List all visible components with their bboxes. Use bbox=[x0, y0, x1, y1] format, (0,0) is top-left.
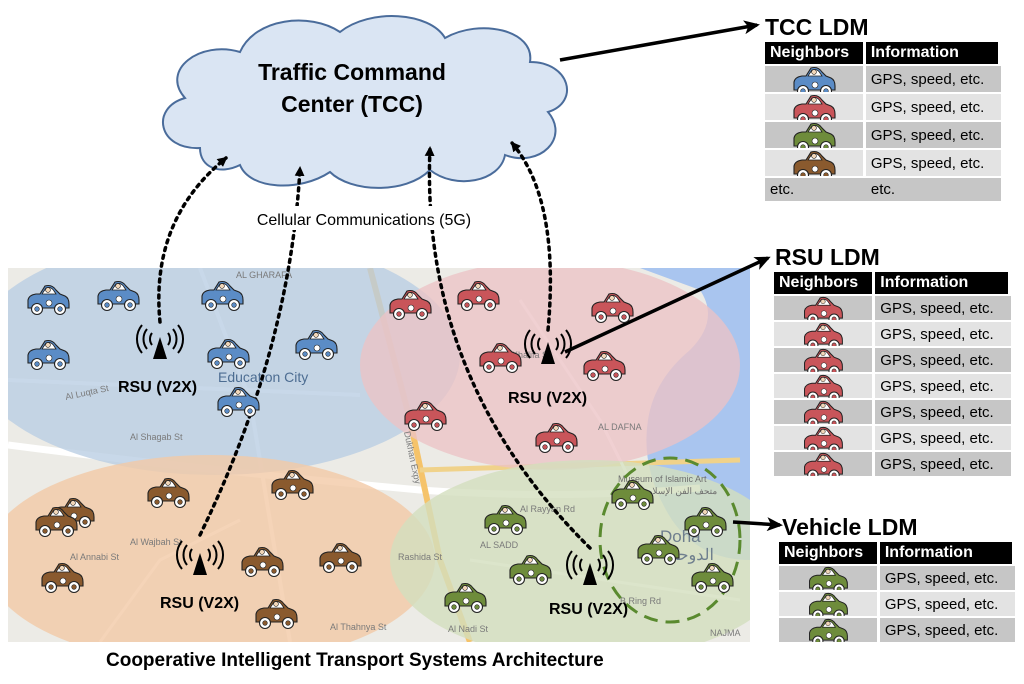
map-label-al-rayyan: Al Rayyan Rd bbox=[520, 504, 575, 514]
diagram-footer-title: Cooperative Intelligent Transport System… bbox=[106, 650, 604, 671]
map-label-al-annabi: Al Annabi St bbox=[70, 552, 120, 562]
vehicle-ldm-title: Vehicle LDM bbox=[782, 514, 918, 540]
link-rsu-blue bbox=[157, 156, 228, 324]
vehicle-ldm-header-information: Information bbox=[879, 542, 1015, 564]
map-label-najma: NAJMA bbox=[710, 628, 741, 638]
red-car-icon bbox=[804, 400, 844, 424]
tcc-ldm-table: Neighbors Information GPS, speed, etc. G… bbox=[765, 40, 1001, 203]
rsu-ldm-info: GPS, speed, etc. bbox=[875, 322, 1011, 346]
rsu-label-green: RSU (V2X) bbox=[549, 601, 628, 618]
map-background: Education City Doha الدوحة Museum of Isl… bbox=[8, 268, 750, 642]
vehicle-ldm-header-neighbors: Neighbors bbox=[779, 542, 880, 564]
arrow-to-vehicle-ldm bbox=[732, 517, 783, 532]
vehicle-ldm-table: Neighbors Information GPS, speed, etc. G… bbox=[779, 540, 1015, 644]
table-row: etc. etc. bbox=[765, 178, 1001, 201]
table-row: GPS, speed, etc. bbox=[779, 592, 1015, 616]
tcc-title-line2: Center (TCC) bbox=[281, 91, 423, 117]
rsu-ldm-header-neighbors: Neighbors bbox=[774, 272, 876, 294]
vehicle-ldm-info: GPS, speed, etc. bbox=[879, 566, 1015, 590]
rsu-ldm-header-information: Information bbox=[875, 272, 1011, 294]
rsu-ldm-info: GPS, speed, etc. bbox=[875, 426, 1011, 450]
brown-car-icon bbox=[793, 150, 836, 176]
link-rsu-red bbox=[510, 141, 553, 332]
red-car-icon bbox=[804, 426, 844, 450]
rsu-ldm-info: GPS, speed, etc. bbox=[875, 296, 1011, 320]
tcc-ldm-header-information: Information bbox=[865, 42, 1001, 64]
green-car-icon bbox=[808, 566, 848, 590]
tcc-cloud: Traffic Command Center (TCC) bbox=[162, 15, 568, 189]
rsu-ldm-info: GPS, speed, etc. bbox=[875, 374, 1011, 398]
green-car-icon bbox=[808, 592, 848, 616]
rsu-label-red: RSU (V2X) bbox=[508, 390, 587, 407]
map-label-museum: Museum of Islamic Art bbox=[618, 474, 707, 484]
table-row: GPS, speed, etc. bbox=[774, 322, 1011, 346]
ldm-arrows bbox=[559, 20, 783, 532]
rsu-label-blue: RSU (V2X) bbox=[118, 379, 197, 396]
rsu-ldm-info: GPS, speed, etc. bbox=[875, 348, 1011, 372]
red-car-icon bbox=[804, 348, 844, 372]
table-row: GPS, speed, etc. bbox=[774, 426, 1011, 450]
green-car-icon bbox=[808, 618, 848, 642]
map-label-museum-arabic: متحف الفن الإسلامي bbox=[640, 486, 717, 497]
tcc-title-line1: Traffic Command bbox=[258, 59, 446, 85]
map-label-al-wajbah: Al Wajbah St bbox=[130, 537, 182, 547]
rsu-ldm-info: GPS, speed, etc. bbox=[875, 400, 1011, 424]
table-row: GPS, speed, etc. bbox=[774, 296, 1011, 320]
cellular-label-bg bbox=[226, 206, 502, 230]
tcc-ldm-info: GPS, speed, etc. bbox=[865, 150, 1001, 176]
map-label-al-shagab: Al Shagab St bbox=[130, 432, 183, 442]
table-row: GPS, speed, etc. bbox=[774, 348, 1011, 372]
map-label-khalifa: Khalifa St bbox=[512, 350, 551, 360]
green-car-icon bbox=[793, 122, 836, 148]
red-car-icon bbox=[804, 452, 844, 476]
map-label-al-sadd: AL SADD bbox=[480, 540, 519, 550]
arrow-to-rsu-ldm bbox=[564, 256, 771, 354]
table-row: GPS, speed, etc. bbox=[765, 94, 1001, 120]
tcc-ldm-neighbor-etc: etc. bbox=[765, 178, 866, 201]
map-label-al-dafna: AL DAFNA bbox=[598, 422, 642, 432]
tcc-ldm-info: GPS, speed, etc. bbox=[865, 66, 1001, 92]
rsu-ldm-table: Neighbors Information GPS, speed, etc. G… bbox=[774, 270, 1011, 478]
tcc-ldm-header-neighbors: Neighbors bbox=[765, 42, 866, 64]
blue-zone bbox=[8, 268, 460, 475]
table-row: GPS, speed, etc. bbox=[765, 122, 1001, 148]
map-label-b-ring: B Ring Rd bbox=[620, 596, 661, 606]
orange-zone bbox=[8, 455, 435, 642]
map-label-al-thahnya: Al Thahnya St bbox=[330, 622, 387, 632]
vehicle-ldm-info: GPS, speed, etc. bbox=[879, 618, 1015, 642]
map-label-rashida: Rashida St bbox=[398, 552, 443, 562]
arrow-to-tcc-ldm bbox=[559, 20, 760, 62]
tcc-ldm-info: etc. bbox=[865, 178, 1001, 201]
table-row: GPS, speed, etc. bbox=[774, 400, 1011, 424]
table-row: GPS, speed, etc. bbox=[779, 618, 1015, 642]
table-row: GPS, speed, etc. bbox=[765, 66, 1001, 92]
rsu-label-orange: RSU (V2X) bbox=[160, 595, 239, 612]
table-row: GPS, speed, etc. bbox=[774, 452, 1011, 476]
tcc-ldm-title: TCC LDM bbox=[765, 14, 869, 40]
red-car-icon bbox=[804, 296, 844, 320]
rsu-ldm-title: RSU LDM bbox=[775, 244, 880, 270]
table-row: GPS, speed, etc. bbox=[774, 374, 1011, 398]
red-car-icon bbox=[793, 94, 836, 120]
map-label-al-gharafa: AL GHARAFA bbox=[236, 270, 292, 280]
red-car-icon bbox=[804, 322, 844, 346]
blue-car-icon bbox=[793, 66, 836, 92]
red-zone bbox=[360, 268, 740, 470]
tcc-ldm-info: GPS, speed, etc. bbox=[865, 122, 1001, 148]
vehicle-range-circle bbox=[598, 456, 742, 624]
map-label-doha-arabic: الدوحة bbox=[670, 547, 714, 564]
vehicle-ldm-info: GPS, speed, etc. bbox=[879, 592, 1015, 616]
map-label-al-nadi: Al Nadi St bbox=[448, 624, 489, 634]
rsu-ldm-info: GPS, speed, etc. bbox=[875, 452, 1011, 476]
red-car-icon bbox=[804, 374, 844, 398]
tcc-ldm-info: GPS, speed, etc. bbox=[865, 94, 1001, 120]
table-row: GPS, speed, etc. bbox=[779, 566, 1015, 590]
table-row: GPS, speed, etc. bbox=[765, 150, 1001, 176]
cellular-label: Cellular Communications (5G) bbox=[257, 212, 471, 229]
